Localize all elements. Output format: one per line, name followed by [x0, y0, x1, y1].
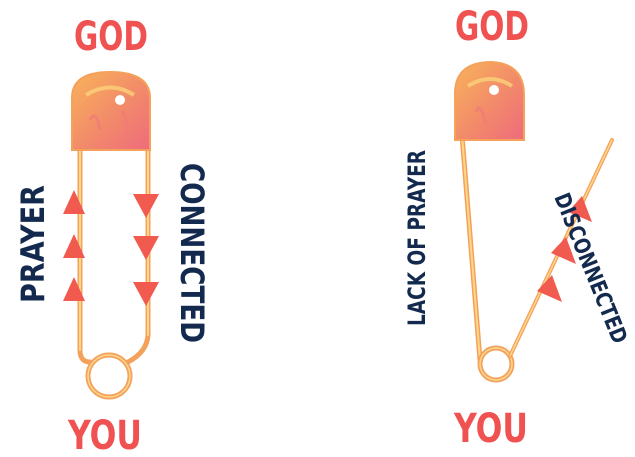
connected-arrows: [133, 194, 159, 306]
down-arrow-icon: [133, 194, 159, 218]
closed-safety-pin-icon: [72, 72, 150, 397]
left-bottom-label: YOU: [67, 413, 142, 457]
right-disconnected-label: DISCONNECTED: [548, 190, 631, 348]
left-panel: GOD: [14, 14, 211, 457]
down-arrow-icon: [133, 236, 159, 260]
up-arrow-icon: [537, 275, 562, 302]
left-connected-label: CONNECTED: [173, 163, 211, 343]
right-top-label: GOD: [455, 4, 529, 50]
down-arrow-icon: [133, 282, 159, 306]
left-prayer-label: PRAYER: [14, 185, 52, 303]
right-bottom-label: YOU: [453, 406, 528, 452]
right-lack-of-prayer-label: LACK OF PRAYER: [403, 150, 431, 326]
left-top-label: GOD: [74, 14, 148, 60]
open-safety-pin-icon: [455, 62, 612, 380]
right-panel: GOD LACK OF PRAYER DISCONNECTED YO: [403, 4, 632, 452]
